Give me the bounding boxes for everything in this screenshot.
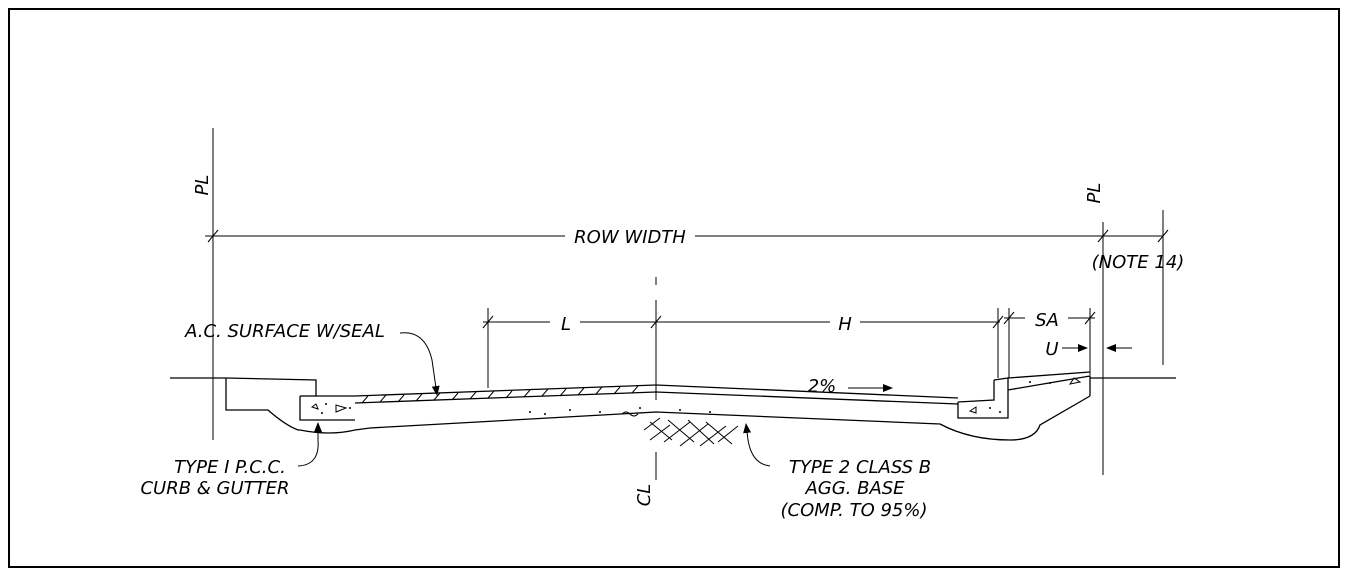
dim-h-label: H — [838, 314, 852, 335]
u-dimension: U — [1045, 339, 1132, 360]
left-pl-symbol: PL — [192, 175, 213, 196]
curb-callout: TYPE I P.C.C. CURB & GUTTER — [140, 422, 322, 499]
right-curb-gutter — [957, 371, 1091, 419]
note-14-extension: (NOTE 14) — [1092, 210, 1185, 365]
centerline: CL — [634, 277, 657, 507]
aggregate-base — [299, 395, 1091, 441]
right-property-line: PL — [1084, 183, 1105, 475]
ac-surface — [354, 384, 959, 405]
base-label-line1: TYPE 2 CLASS B — [789, 457, 931, 478]
slope-annotation: 2% — [808, 376, 893, 397]
dim-l-label: L — [561, 314, 571, 335]
ac-surface-label: A.C. SURFACE W/SEAL — [184, 321, 385, 342]
dim-sa-label: SA — [1035, 310, 1059, 331]
subgrade-hatch — [643, 417, 739, 447]
base-label-line3: (COMP. TO 95%) — [780, 500, 927, 521]
slope-label: 2% — [808, 376, 837, 397]
centerline-symbol: CL — [634, 484, 655, 507]
ac-surface-callout: A.C. SURFACE W/SEAL — [184, 321, 440, 396]
dim-u-label: U — [1045, 339, 1058, 360]
left-curb-gutter — [225, 377, 355, 431]
row-width-label: ROW WIDTH — [574, 227, 686, 248]
curb-label-line1: TYPE I P.C.C. — [174, 457, 286, 478]
curb-label-line2: CURB & GUTTER — [140, 478, 289, 499]
base-callout: TYPE 2 CLASS B AGG. BASE (COMP. TO 95%) — [743, 423, 931, 521]
row-width-dimension: ROW WIDTH — [205, 227, 1169, 248]
note-14-label: (NOTE 14) — [1092, 252, 1185, 273]
right-pl-symbol: PL — [1084, 183, 1105, 204]
base-label-line2: AGG. BASE — [804, 478, 905, 499]
drawing-border — [8, 8, 1340, 568]
l-h-dimension: L H — [482, 308, 1004, 388]
sa-dimension: SA — [1003, 308, 1096, 378]
left-property-line: PL — [192, 128, 214, 440]
